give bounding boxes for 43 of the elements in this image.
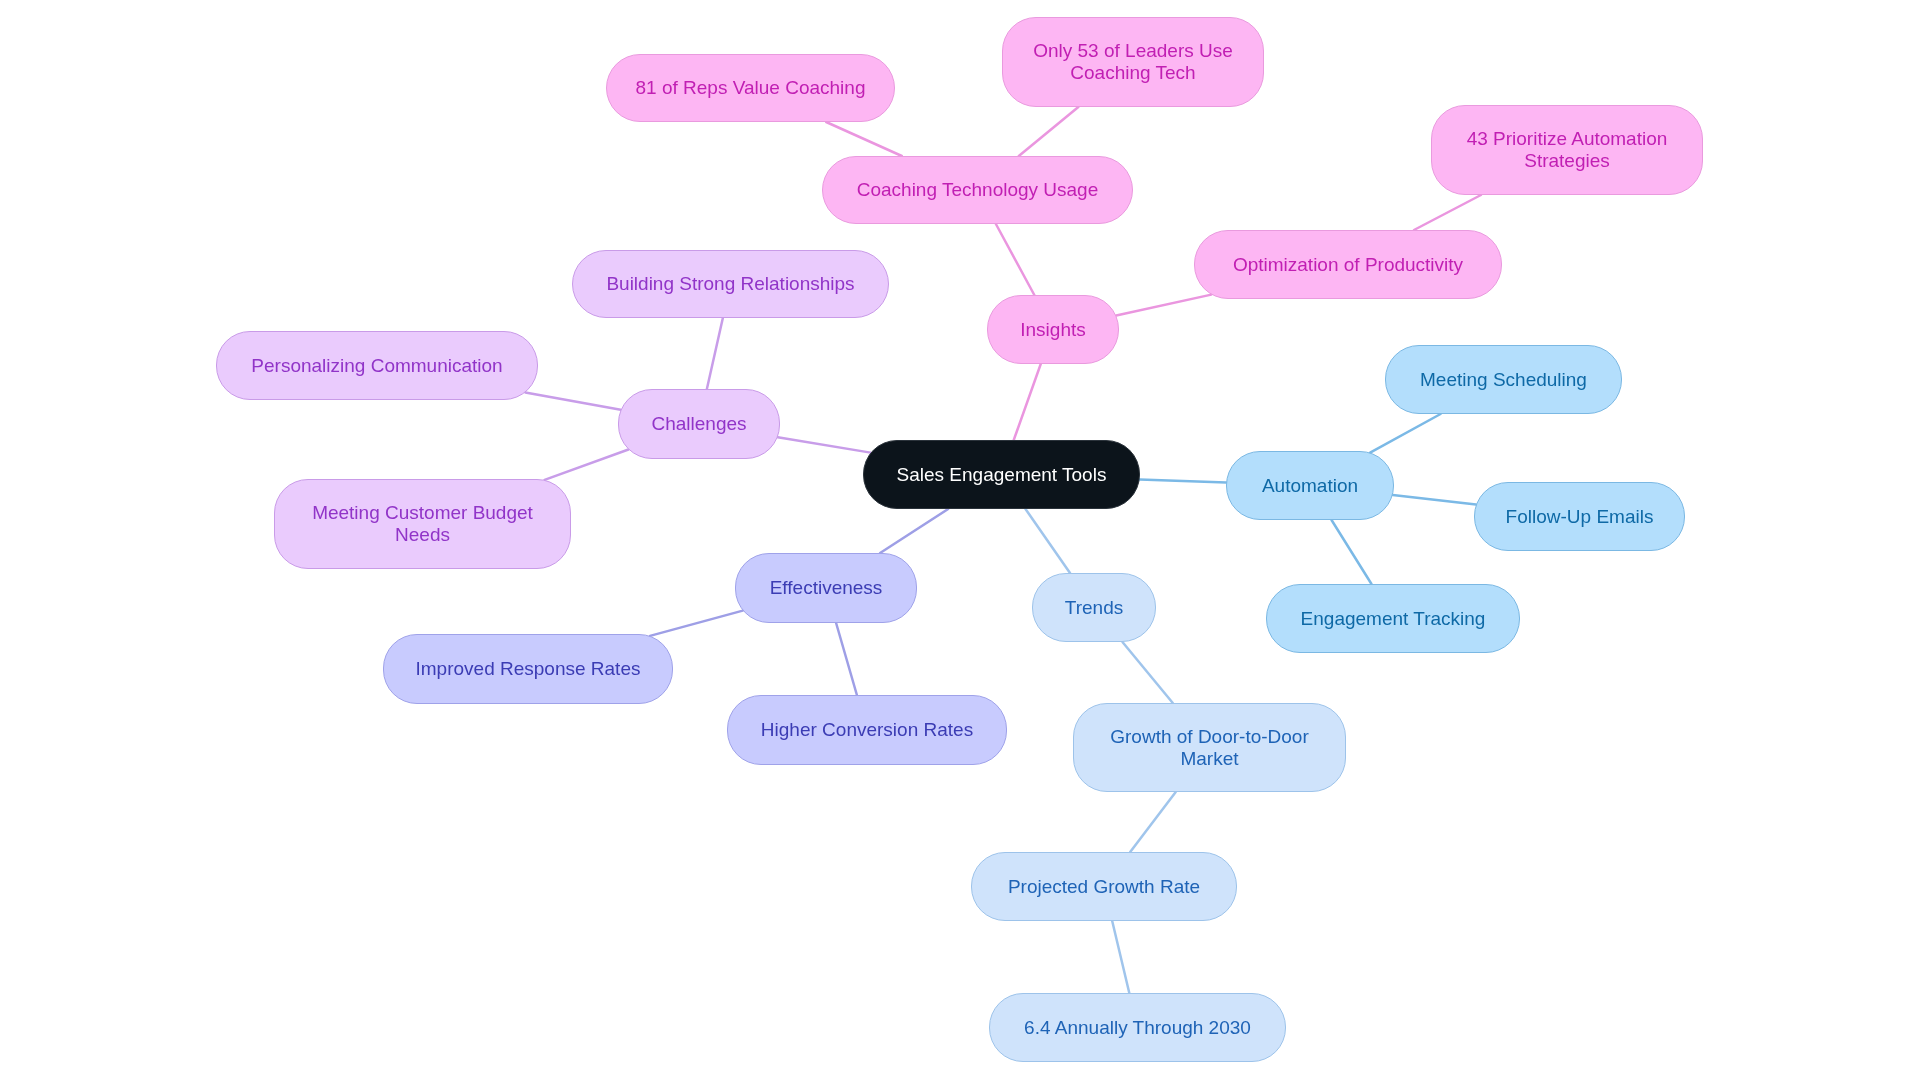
connector-line: [824, 120, 904, 158]
topic-node: Insights: [987, 295, 1119, 364]
connector-line: [1391, 493, 1478, 506]
topic-node: Optimization of Productivity: [1194, 230, 1502, 299]
connector-line: [705, 316, 725, 391]
connector-line: [776, 435, 872, 454]
topic-node: Personalizing Communication: [216, 331, 538, 400]
connector-line: [1330, 518, 1373, 586]
connector-line: [878, 507, 950, 555]
topic-node: Only 53 of Leaders Use Coaching Tech: [1002, 17, 1264, 107]
topic-node: Effectiveness: [735, 553, 917, 623]
connector-line: [1110, 919, 1131, 995]
topic-node: Meeting Scheduling: [1385, 345, 1622, 414]
topic-node: Growth of Door-to-Door Market: [1073, 703, 1346, 792]
connector-line: [1412, 193, 1483, 232]
connector-line: [1121, 640, 1175, 705]
topic-node: Engagement Tracking: [1266, 584, 1520, 653]
connector-line: [834, 621, 859, 697]
connector-line: [1017, 105, 1080, 158]
connector-line: [1024, 507, 1072, 575]
connector-line: [543, 448, 630, 482]
topic-node: Coaching Technology Usage: [822, 156, 1133, 224]
topic-node: Building Strong Relationships: [572, 250, 889, 318]
topic-node: Projected Growth Rate: [971, 852, 1237, 921]
central-topic-node: Sales Engagement Tools: [863, 440, 1140, 509]
topic-node: Follow-Up Emails: [1474, 482, 1685, 551]
topic-node: Meeting Customer Budget Needs: [274, 479, 571, 569]
connector-line: [524, 391, 622, 411]
topic-node: 43 Prioritize Automation Strategies: [1431, 105, 1703, 195]
topic-node: 6.4 Annually Through 2030: [989, 993, 1286, 1062]
topic-node: Higher Conversion Rates: [727, 695, 1007, 765]
topic-node: 81 of Reps Value Coaching: [606, 54, 895, 122]
connector-line: [1368, 412, 1442, 454]
topic-node: Challenges: [618, 389, 780, 459]
topic-node: Trends: [1032, 573, 1156, 642]
connector-line: [1012, 362, 1042, 442]
topic-node: Automation: [1226, 451, 1394, 520]
connector-line: [648, 609, 744, 638]
connector-line: [1138, 478, 1228, 484]
connector-line: [994, 222, 1036, 297]
connector-line: [1128, 790, 1177, 854]
topic-node: Improved Response Rates: [383, 634, 673, 704]
connector-line: [1115, 293, 1213, 317]
